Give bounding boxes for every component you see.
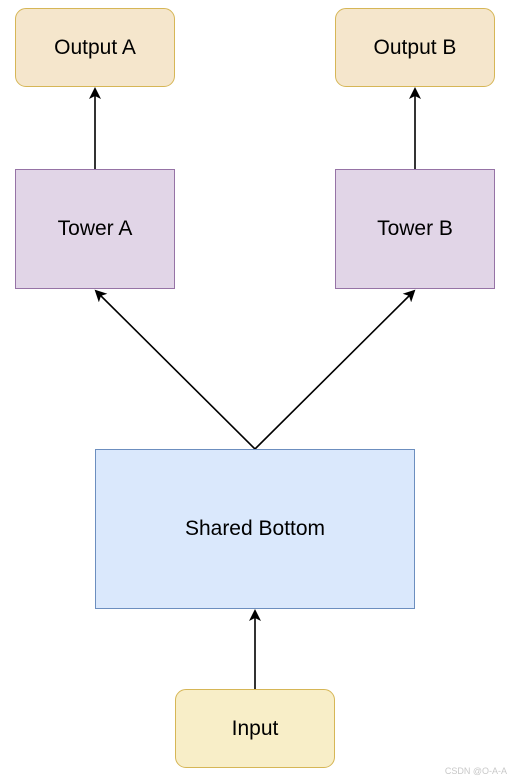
- output-a-node: Output A: [15, 8, 175, 87]
- tower-a-label: Tower A: [57, 217, 133, 240]
- edge-shared-bottom-to-tower-a: [94, 289, 256, 450]
- edge-shared-bottom-to-tower-b: [254, 289, 416, 450]
- output-b-node: Output B: [335, 8, 495, 87]
- shared-bottom-label: Shared Bottom: [184, 517, 326, 540]
- input-node: Input: [175, 689, 335, 768]
- input-label: Input: [231, 716, 279, 740]
- output-a-label: Output A: [54, 35, 136, 59]
- watermark: CSDN @O-A-A: [444, 766, 507, 776]
- tower-a-node: Tower A: [15, 169, 175, 289]
- tower-b-node: Tower B: [335, 169, 495, 289]
- shared-bottom-node: Shared Bottom: [95, 449, 415, 609]
- tower-b-label: Tower B: [377, 217, 453, 240]
- output-b-label: Output B: [373, 35, 457, 59]
